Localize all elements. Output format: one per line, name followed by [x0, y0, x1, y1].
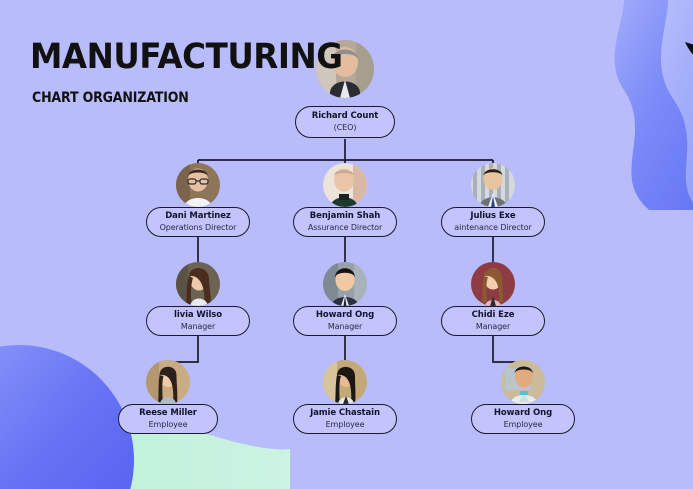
person-role: Manager — [180, 322, 216, 332]
avatar — [471, 163, 515, 207]
person-name: livia Wilso — [174, 309, 222, 320]
avatar — [323, 360, 367, 404]
person-role: Employee — [325, 420, 365, 430]
person-role: (CEO) — [333, 123, 357, 133]
avatar — [501, 360, 545, 404]
person-name: Reese Miller — [139, 407, 197, 418]
person-card[interactable]: Benjamin Shah Assurance Director — [293, 207, 397, 237]
edge-m3-e3 — [492, 335, 523, 363]
person-card[interactable]: Reese Miller Employee — [118, 404, 218, 434]
person-role: Manager — [327, 322, 363, 332]
person-card[interactable]: Jamie Chastain Employee — [293, 404, 397, 434]
person-role: Employee — [503, 420, 543, 430]
person-card[interactable]: Richard Count (CEO) — [295, 106, 395, 138]
person-name: Jamie Chastain — [310, 407, 380, 418]
avatar — [176, 262, 220, 306]
person-name: Chidi Eze — [471, 309, 515, 320]
person-card[interactable]: Julius Exe aintenance Director — [441, 207, 545, 237]
person-name: Dani Martinez — [165, 210, 231, 221]
person-name: Howard Ong — [315, 309, 375, 320]
person-name: Richard Count — [311, 110, 379, 121]
person-name: Benjamin Shah — [309, 210, 381, 221]
avatar — [316, 40, 374, 98]
person-name: Julius Exe — [470, 210, 516, 221]
avatar — [146, 360, 190, 404]
poster-headings: MANUFACTURING CHART ORGANIZATION — [30, 37, 366, 107]
page-subtitle: CHART ORGANIZATION — [32, 90, 189, 106]
person-card[interactable]: Howard Ong Employee — [471, 404, 575, 434]
edge-m1-e1 — [168, 335, 199, 363]
avatar — [471, 262, 515, 306]
avatar — [323, 163, 367, 207]
person-card[interactable]: Chidi Eze Manager — [441, 306, 545, 336]
person-card[interactable]: Howard Ong Manager — [293, 306, 397, 336]
person-name: Howard Ong — [493, 407, 553, 418]
avatar — [323, 262, 367, 306]
person-role: Assurance Director — [307, 223, 383, 233]
person-role: aintenance Director — [454, 223, 532, 233]
person-role: Manager — [475, 322, 511, 332]
page-title: MANUFACTURING — [30, 37, 343, 77]
person-card[interactable]: livia Wilso Manager — [146, 306, 250, 336]
person-role: Employee — [148, 420, 188, 430]
person-card[interactable]: Dani Martinez Operations Director — [146, 207, 250, 237]
avatar — [176, 163, 220, 207]
person-role: Operations Director — [159, 223, 237, 233]
